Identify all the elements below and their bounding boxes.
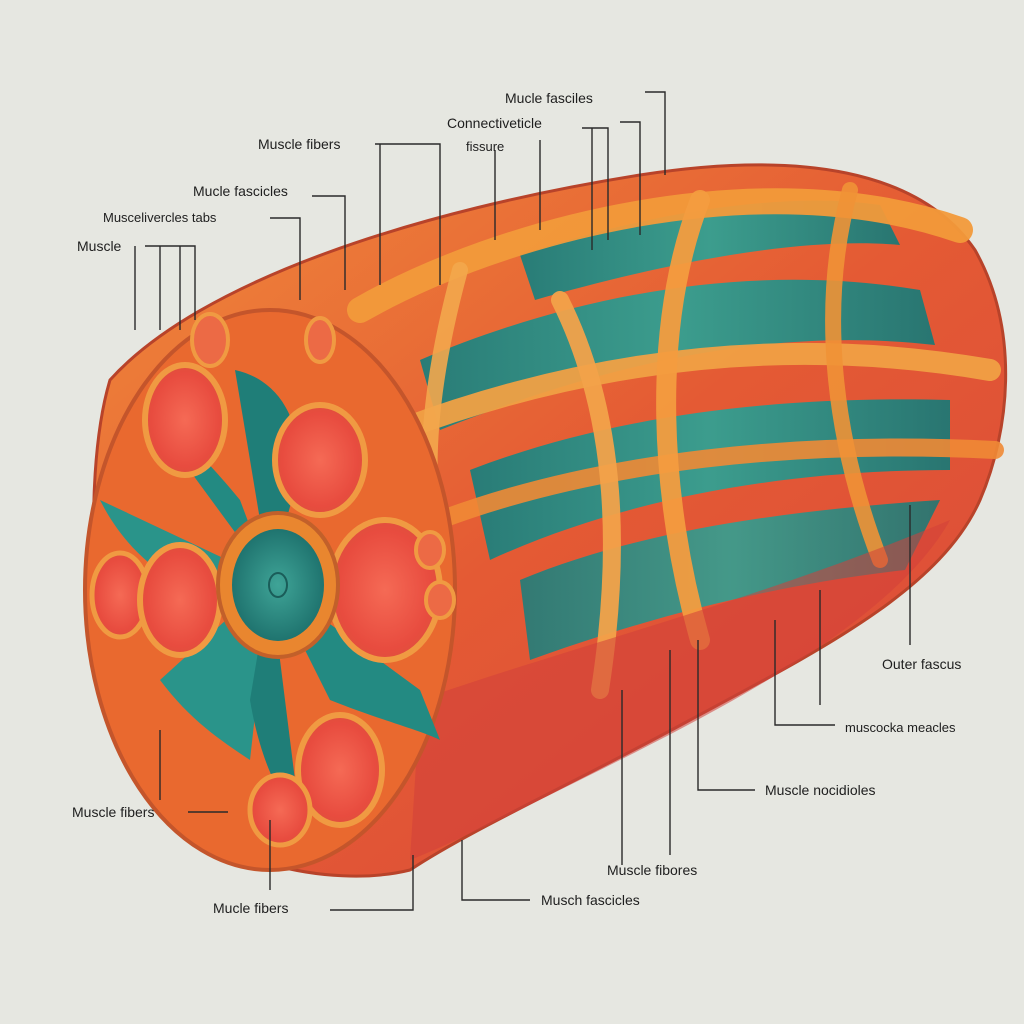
label-mucle-fascicles-upper: Mucle fascicles — [193, 183, 288, 199]
label-muscle: Muscle — [77, 238, 122, 254]
leader-lines — [134, 91, 911, 911]
label-muscle-fibers-top: Muscle fibers — [258, 136, 341, 152]
label-connective-tissue: Connectiveticle — [447, 115, 542, 131]
label-muscle-nodules: Muscle nocidioles — [765, 782, 876, 798]
label-outer-fascia: Outer fascus — [882, 656, 962, 672]
label-mucle-fasciles-top: Mucle fasciles — [505, 90, 593, 106]
label-musch-fascicles: Musch fascicles — [541, 892, 640, 908]
label-muscle-fascicles-tabs: Muscelivercles tabs — [103, 210, 217, 225]
label-mucle-fibers-bottom: Mucle fibers — [213, 900, 289, 916]
label-muscle-fibers-left: Muscle fibers — [72, 804, 155, 820]
label-musculka-muscles: muscocka meacles — [845, 720, 956, 735]
label-fissure: fissure — [466, 139, 505, 154]
label-muscle-fibores: Muscle fibores — [607, 862, 698, 878]
cross-section — [83, 308, 457, 872]
